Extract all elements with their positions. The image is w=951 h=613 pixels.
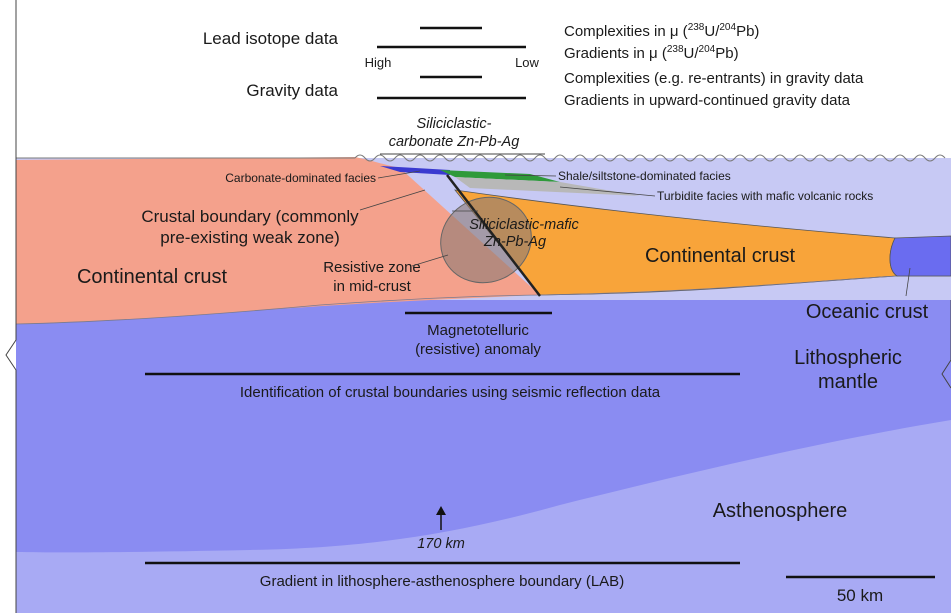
- high-label: High: [365, 55, 392, 70]
- resistive-zone-leader: [411, 254, 449, 267]
- complexities-mu-text: Complexities in μ (238U/204Pb): [564, 22, 759, 40]
- shale-facies-layer: [440, 170, 560, 182]
- left-continental-crust: [16, 157, 540, 324]
- low-label: Low: [515, 55, 539, 70]
- oceanic-crust-leader: [905, 267, 911, 297]
- crustal-boundary-label-2: pre-existing weak zone): [160, 228, 340, 247]
- shale-leader: [504, 174, 557, 177]
- left-break-symbol: [5, 300, 17, 613]
- depth-label: 170 km: [417, 536, 465, 552]
- asthenosphere-label: Asthenosphere: [713, 500, 848, 522]
- carbonate-leader: [377, 170, 421, 179]
- scale-label: 50 km: [837, 586, 883, 605]
- oceanic-crust: [889, 235, 951, 277]
- gradients-gravity-text: Gradients in upward-continued gravity da…: [564, 92, 851, 109]
- carbonate-facies-label: Carbonate-dominated facies: [225, 171, 376, 185]
- resistive-zone-label-1: Resistive zone: [323, 259, 421, 276]
- resistive-zone-label-2: in mid-crust: [333, 278, 411, 295]
- turbidite-leader: [559, 186, 656, 197]
- lithospheric-mantle-label-1: Lithospheric: [794, 347, 902, 369]
- siliciclastic-mafic-label-2: Zn-Pb-Ag: [483, 234, 546, 250]
- moho-line: [15, 275, 951, 325]
- crustal-boundary-leader: [359, 189, 426, 211]
- carbonate-facies-layer: [380, 166, 450, 175]
- turbidite-facies-label: Turbidite facies with mafic volcanic roc…: [657, 189, 873, 203]
- depth-arrow-head: [436, 506, 446, 515]
- crustal-boundary-label-1: Crustal boundary (commonly: [141, 207, 359, 226]
- sea-surface-wave: [354, 154, 946, 162]
- seismic-label: Identification of crustal boundaries usi…: [240, 384, 661, 401]
- shale-facies-label: Shale/siltstone-dominated facies: [558, 169, 731, 183]
- gradients-mu-text: Gradients in μ (238U/204Pb): [564, 44, 739, 62]
- continental-crust-left-label: Continental crust: [77, 266, 228, 288]
- crustal-boundary-fault: [446, 174, 541, 297]
- lab-label: Gradient in lithosphere-asthenosphere bo…: [260, 573, 624, 590]
- lithospheric-mantle-layer: [16, 300, 951, 553]
- complexities-gravity-text: Complexities (e.g. re-entrants) in gravi…: [564, 70, 864, 87]
- siliciclastic-carbonate-label-1: Siliciclastic-: [417, 116, 492, 132]
- right-break-symbol: [941, 300, 951, 389]
- siliciclastic-mafic-label-1: Siliciclastic-mafic: [469, 217, 579, 233]
- oceanic-crust-label: Oceanic crust: [806, 301, 929, 323]
- turbidite-facies-layer: [455, 177, 640, 196]
- mt-label-1: Magnetotelluric: [427, 322, 529, 339]
- mt-label-2: (resistive) anomaly: [415, 341, 541, 358]
- lead-isotope-label: Lead isotope data: [203, 29, 339, 48]
- continental-crust-right-label: Continental crust: [645, 245, 796, 267]
- gravity-label: Gravity data: [246, 81, 338, 100]
- lithospheric-mantle-label-2: mantle: [818, 371, 878, 393]
- siliciclastic-carbonate-label-2: carbonate Zn-Pb-Ag: [389, 134, 520, 150]
